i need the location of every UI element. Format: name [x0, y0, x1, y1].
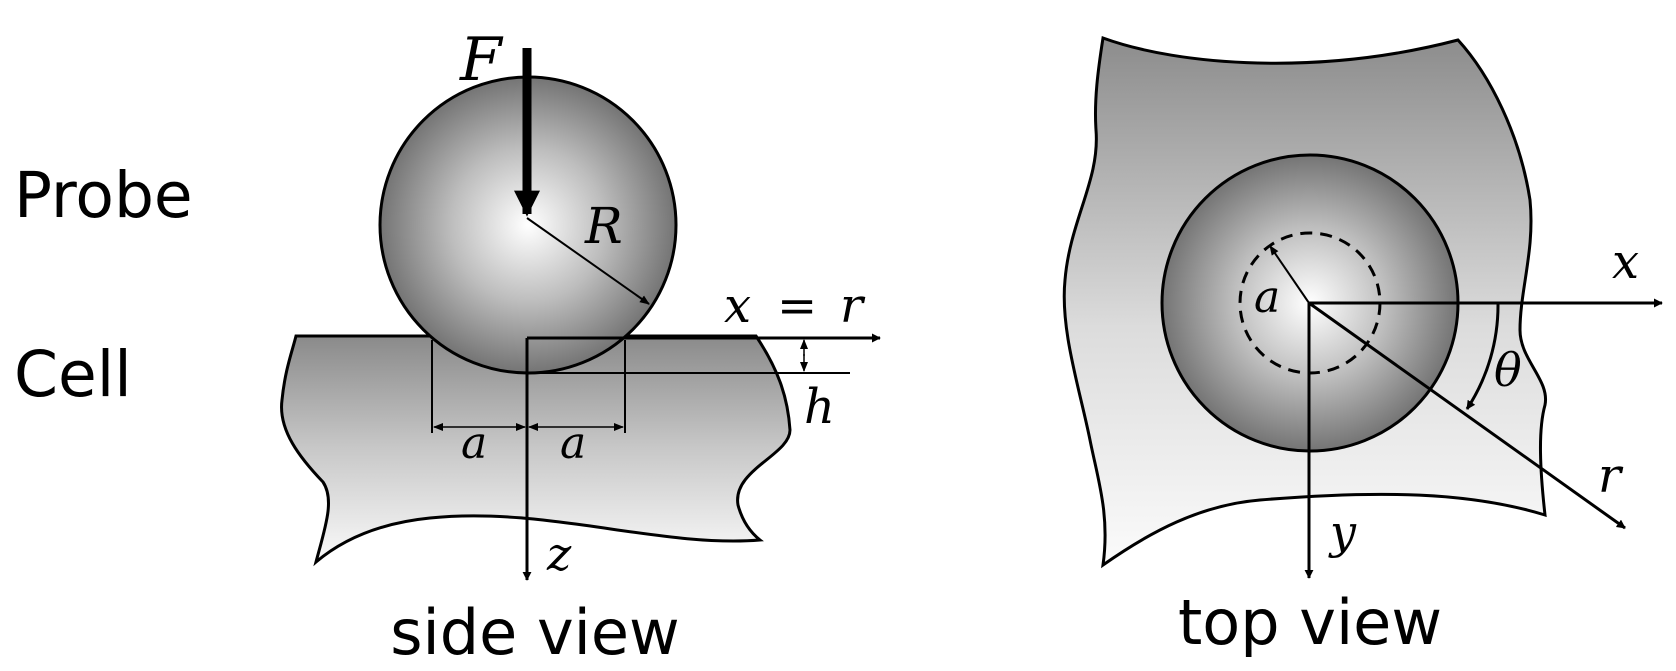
contact-label-left: a	[461, 418, 487, 469]
radius-label: R	[584, 197, 623, 255]
angle-label: θ	[1494, 343, 1522, 397]
side-z-label: z	[546, 527, 572, 581]
top-r-label: r	[1598, 448, 1624, 504]
top-r-axis	[1308, 301, 1626, 530]
angle-arc	[1465, 302, 1500, 410]
side-r-label: r	[840, 278, 866, 334]
radius-line	[526, 217, 650, 305]
probe-label: Probe	[14, 159, 193, 232]
contact-label: a	[1254, 272, 1280, 323]
contact-label-right: a	[560, 418, 586, 469]
depth-label: h	[804, 379, 835, 435]
side-view-caption: side view	[390, 596, 680, 669]
equals-sign: =	[777, 278, 817, 334]
cell-body	[280, 334, 792, 567]
top-y-label: y	[1328, 505, 1357, 559]
side-view: F R x = r h a a z side view	[280, 25, 881, 669]
top-x-label: x	[1612, 234, 1639, 290]
top-view-caption: top view	[1178, 586, 1442, 659]
side-x-label: x	[724, 278, 751, 334]
cell-label: Cell	[14, 338, 132, 411]
force-label: F	[459, 25, 504, 95]
contact-radius-line	[1269, 245, 1310, 304]
top-view: a x θ r y top view	[1062, 35, 1663, 659]
